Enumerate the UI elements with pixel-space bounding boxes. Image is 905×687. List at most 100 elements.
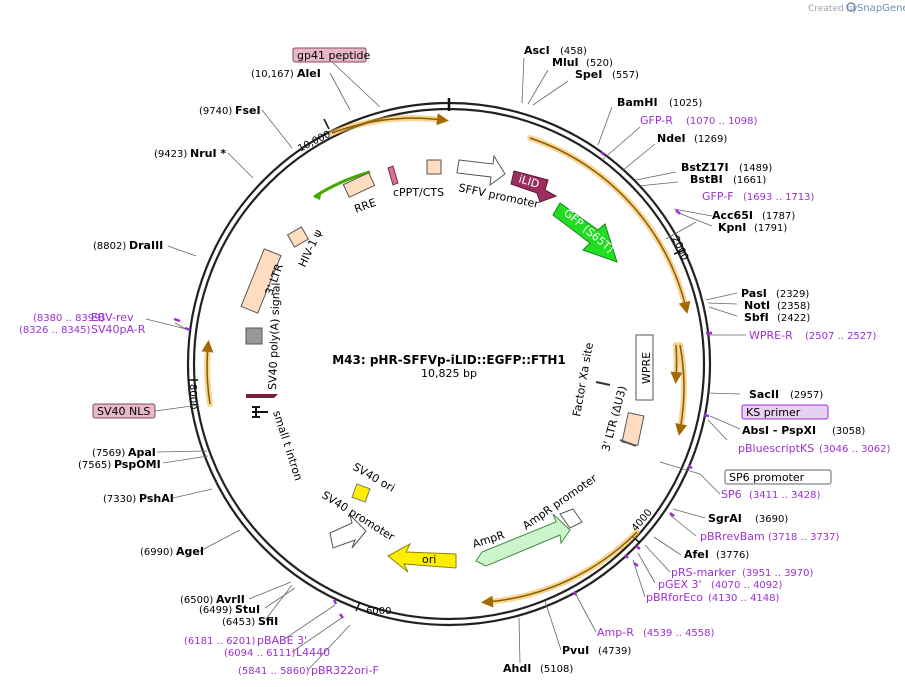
small-t-intron-label: small t intron [270,409,305,482]
cppt-label: cPPT/CTS [393,186,444,199]
primer-ebv-rev-pos: (8380 .. 8399) [33,313,105,324]
factor-xa-feature [595,381,611,386]
sp6-promoter-box [724,469,832,485]
enzyme-kpni-pos: (1791) [754,223,787,234]
small-t-intron-feature [252,406,268,418]
enzyme-sacii-pos: (2957) [790,390,823,401]
enzyme-asci: AscI [524,44,550,57]
primer-pbrrevbam: pBRrevBam [700,530,765,543]
enzyme-nrui: NruI * [190,147,226,160]
ks-primer-label: KS primer [746,406,801,419]
enzyme-ahdi: AhdI [503,662,531,675]
primer-ebv-rev: EBV-rev [91,311,134,324]
enzyme-sbfi-pos: (2422) [777,313,810,324]
primer-pbrforeco: pBRforEco [646,591,703,604]
enzyme-pspomi: PspOMI [114,458,161,471]
enzyme-sfii: SfiI [258,615,278,628]
enzyme-agei: AgeI [176,545,204,558]
primer-pbluescriptks-pos: (3046 .. 3062) [819,444,891,455]
enzyme-ndei: NdeI [657,132,686,145]
enzyme-ahdi-pos: (5108) [540,664,573,675]
enzyme-apai-pos: (7569) [92,448,125,459]
rre-feature [342,172,376,198]
enzyme-acc65i: Acc65I [712,209,753,222]
enzyme-pasi: PasI [741,287,767,300]
primer-gfp-f: GFP-F [702,190,734,203]
enzyme-pspomi-pos: (7565) [78,460,111,471]
enzyme-pvui-pos: (4739) [598,646,631,657]
sv40-nls-feature [246,394,278,398]
enzyme-avrii-pos: (6500) [180,595,213,606]
enzyme-stui-pos: (6499) [199,605,232,616]
enzyme-sacii: SacII [749,388,779,401]
primer-pbrforeco-pos: (4130 .. 4148) [708,593,780,604]
sp6-promoter-label: SP6 promoter [729,471,805,484]
enzyme-alei-pos: (10,167) [251,69,294,80]
enzyme-agei-pos: (6990) [140,547,173,558]
primer-sv40pa-r-pos: (8326 .. 8345) [19,325,91,336]
sv40-polya-label: SV40 poly(A) signal [266,282,283,390]
enzyme-draiii: DraIII [129,239,163,252]
primer-prs-marker-pos: (3951 .. 3970) [742,568,814,579]
enzyme-mlui-pos: (520) [586,58,613,69]
enzyme-bstbi: BstBI [690,173,723,186]
factor-xa-label: Factor Xa site [570,341,596,417]
primer-sv40pa-r: SV40pA-R [91,323,146,336]
enzyme-bstbi-pos: (1661) [733,175,766,186]
primer-pbrrevbam-pos: (3718 .. 3737) [768,532,840,543]
tick-label-6000: 6000 [366,606,391,617]
ltr5-feature [240,248,282,314]
hiv-psi-feature [286,226,310,248]
enzyme-absi-pspxi: AbsI - PspXI [742,424,816,437]
enzyme-noti-pos: (2358) [777,301,810,312]
sv40-ori-feature [351,483,371,503]
primer-pbabe3-pos: (6181 .. 6201) [184,636,256,647]
sffv-promoter-feature [456,154,506,187]
enzyme-sfii-pos: (6453) [222,617,255,628]
primer-pbr322ori-f: pBR322ori-F [311,664,379,677]
cppt-feature [387,165,399,186]
enzyme-afei-pos: (3776) [716,550,749,561]
enzyme-pshai-pos: (7330) [103,494,136,505]
enzyme-bamhi-pos: (1025) [669,98,702,109]
primer-pbabe3: pBABE 3' [257,634,307,647]
plasmid-name: M43: pHR-SFFVp-iLID::EGFP::FTH1 [332,353,566,367]
primer-gfp-f-pos: (1693 .. 1713) [743,192,815,203]
primer-pbr322ori-f-pos: (5841 .. 5860) [238,666,310,677]
primer-gfp-r: GFP-R [640,114,673,127]
snapgene-brand: SnapGene [857,3,905,14]
enzyme-fsei-pos: (9740) [199,106,232,117]
primer-l4440: L4440 [296,646,330,659]
primer-pgex3-pos: (4070 .. 4092) [711,580,783,591]
enzyme-sbfi: SbfI [744,311,769,324]
enzyme-afei: AfeI [684,548,709,561]
primer-amp-r-pos: (4539 .. 4558) [643,628,715,639]
enzyme-absi-pspxi-pos: (3058) [832,426,865,437]
sv40-promoter-feature [329,513,367,549]
enzyme-spei-pos: (557) [612,70,639,81]
enzyme-apai: ApaI [128,446,156,459]
ampr-promoter-feature [559,508,583,529]
enzyme-mlui: MluI [552,56,579,69]
primer-wpre-r-pos: (2507 .. 2527) [805,331,877,342]
created-by-label: Created by [808,4,858,14]
enzyme-pshai: PshAI [139,492,174,505]
ilid-label: iLID [517,172,541,191]
tick-label-10000: 10,000 [296,129,332,155]
enzyme-pasi-pos: (2329) [776,289,809,300]
sv40-nls-label: SV40 NLS [97,405,150,418]
gp41-peptide-box [292,47,367,63]
snapgene-logo-icon [846,2,856,12]
enzyme-ndei-pos: (1269) [694,134,727,145]
rre-label: RRE [353,196,378,216]
sv40-nls-box [92,403,156,419]
ltr3-feature [621,412,645,446]
ks-primer-box [741,404,829,420]
primer-l4440-pos: (6094 .. 6111) [224,648,296,659]
gfp-feature [552,202,618,263]
primer-amp-r: Amp-R [597,626,634,639]
enzyme-draiii-pos: (8802) [93,241,126,252]
enzyme-noti: NotI [744,299,770,312]
rre-orf-arrowhead [314,190,322,200]
